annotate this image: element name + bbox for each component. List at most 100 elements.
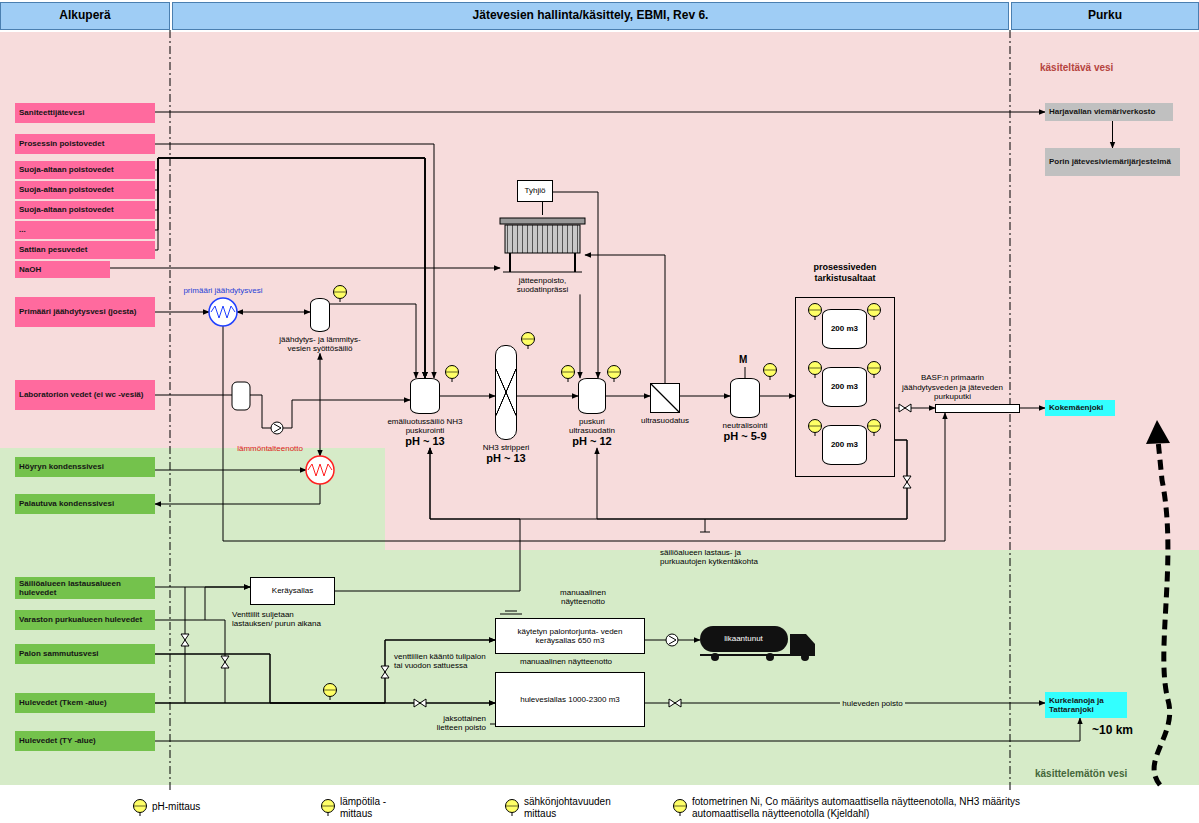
text-holder: jäähdytys- ja lämmitys- vesien syöttösäi… (268, 332, 372, 353)
node-text: pH ~ 13 (377, 435, 473, 448)
basin-group: prosessiveden tarkistusaltaat200 m3200 m… (795, 297, 895, 477)
heat-recovery: lämmöntalteenotto (306, 456, 334, 484)
node-text: Kokemäenjoki (1049, 403, 1111, 412)
node-text: ultrasuodatus (627, 416, 703, 425)
node-text: Harjavallan viemäriverkosto (1049, 107, 1169, 116)
node-text: puskuri ultrasuodatin (562, 417, 622, 435)
shape-outline (650, 383, 680, 413)
leach-tank: emäliuotussäiliö NH3 puskurointipH ~ 13 (410, 378, 440, 448)
node-text: prosessiveden tarkistusaltaat (790, 262, 900, 283)
node-text: lämmöntalteenotto (237, 444, 303, 453)
edge-label: huleveden poisto (840, 699, 905, 708)
vacuum-box: Tyhjiö (517, 180, 553, 202)
source-box: Suoja-altaan poistovedet (15, 181, 155, 199)
node-text: hulevesiallas 1000-2300 m3 (520, 695, 620, 704)
text-holder: puskuri ultrasuodatinpH ~ 12 (562, 414, 622, 448)
flow-connector (155, 470, 306, 471)
shape-outline (730, 378, 760, 418)
flow-connector (223, 326, 945, 541)
flow-connector (155, 640, 495, 703)
text-holder: prosessiveden tarkistusaltaat (790, 262, 900, 283)
text-holder: jätteenpoisto, suodatinprässi (493, 273, 593, 294)
firewater-basin: käytetyn palontorjunta- veden keräysalla… (495, 618, 645, 654)
river-box: Kurkelanoja ja Tattaranjoki (1045, 692, 1127, 718)
flow-connector (237, 312, 310, 313)
source-box: Varaston purkualueen hulevedet (15, 610, 155, 630)
legend-text: pH-mittaus (152, 801, 242, 813)
flow-connector (155, 640, 495, 703)
node-text: jätteenpoisto, suodatinprässi (493, 276, 593, 294)
source-box: Hulevedet (Tkem -alue) (15, 693, 155, 713)
source-box: NaOH (15, 261, 110, 278)
source-box: Primääri jäähdytysvesi (joesta) (15, 297, 155, 327)
node-text: 200 m3 (831, 382, 858, 391)
node-text: Jätevesien hallinta/käsittely, EBMI, Rev… (473, 9, 709, 23)
node-text: likaantunut (724, 634, 763, 643)
source-box: Prosessin poistovedet (15, 134, 155, 154)
node-text: 200 m3 (831, 324, 858, 333)
node-text: Suoja-altaan poistovedet (19, 185, 151, 194)
note-label: säiliöalueen lastaus- ja purkuautojen ky… (660, 548, 785, 566)
node-text: Palautuva kondenssivesi (19, 499, 151, 508)
node-text: Varaston purkualueen hulevedet (19, 615, 151, 624)
node-text: pH ~ 12 (562, 435, 622, 448)
shape-outline (209, 298, 237, 326)
flow-connector (542, 202, 543, 215)
source-box: Hulevedet (TY -alue) (15, 731, 155, 751)
note-label: M (739, 354, 753, 366)
node-text: Tyhjiö (525, 186, 546, 195)
legend-text: sähkönjohtavuuden mittaus (524, 796, 644, 819)
node-text: Säiliöalueen lastausalueen hulevedet (19, 579, 151, 597)
node-text: NH3 stripperi (471, 443, 541, 452)
node-text: pH ~ 5-9 (705, 430, 785, 443)
flow-connector (110, 268, 500, 269)
node-text: Alkuperä (59, 9, 110, 23)
note-label: manuaalinen näytteenotto (520, 657, 645, 666)
flow-connector (320, 353, 321, 456)
node-text: ... (19, 225, 151, 234)
note-label: Venttiilit suljetaan lastauksen/ purun a… (232, 610, 332, 628)
flow-connector (585, 255, 665, 383)
header-cell: Alkuperä (0, 2, 170, 30)
note-label: käsiteltävä vesi (1040, 62, 1160, 74)
flow-connector (680, 396, 730, 397)
node-text: Purku (1088, 9, 1122, 23)
note-label: käsittelemätön vesi (1035, 768, 1145, 780)
shape-outline (310, 298, 330, 332)
check-basin: 200 m3 (822, 425, 867, 465)
text-holder: NH3 stripperipH ~ 13 (471, 440, 541, 465)
flow-connector (580, 294, 581, 378)
stripper-column: NH3 stripperipH ~ 13 (495, 345, 517, 465)
source-box: Suoja-altaan poistovedet (15, 201, 155, 219)
node-text: Laboratorion vedet (ei wc -vesiä) (19, 390, 151, 399)
feed-tank: jäähdytys- ja lämmitys- vesien syöttösäi… (310, 298, 330, 353)
legend-text: lämpötila -mittaus (340, 796, 410, 819)
river-box: Kokemäenjoki (1045, 400, 1115, 416)
header-cell: Jätevesien hallinta/käsittely, EBMI, Rev… (172, 2, 1009, 30)
source-box: Saniteettijätevesi (15, 103, 155, 123)
text-holder: lämmöntalteenotto (237, 444, 303, 453)
flow-connector (1020, 408, 1045, 409)
source-box: Laboratorion vedet (ei wc -vesiä) (15, 380, 155, 410)
node-text: Primääri jäähdytysvesi (joesta) (19, 307, 151, 316)
heat-exchanger: primääri jäähdytysvesi (209, 298, 237, 326)
node-text: Höyryn kondenssivesi (19, 462, 151, 471)
text-holder: neutralisointipH ~ 5-9 (705, 418, 785, 443)
tank-truck: likaantunut (700, 626, 815, 652)
node-text: BASF:n primaarin jäähdytysveden ja jätev… (900, 373, 1005, 401)
note-label: ~10 km (1092, 724, 1144, 738)
flow-connector (155, 144, 434, 378)
note-label: venttiilien kääntö tulipalon tai vuodon … (394, 652, 486, 670)
text-holder: ultrasuodatus (627, 413, 703, 425)
shape-outline (578, 378, 606, 414)
shape-outline (410, 378, 440, 414)
node-text: Porin jätevesiviemärijärjestelmä (1049, 157, 1176, 166)
node-text: Prosessin poistovedet (19, 139, 151, 148)
filter-press: jätteenpoisto, suodatinprässi (500, 215, 585, 294)
shape-outline (495, 345, 517, 440)
source-box: Sattian pesuvedet (15, 241, 155, 259)
check-basin: 200 m3 (822, 367, 867, 407)
collection-basin: Keräysallas (250, 577, 335, 605)
shape-outline (500, 215, 585, 273)
